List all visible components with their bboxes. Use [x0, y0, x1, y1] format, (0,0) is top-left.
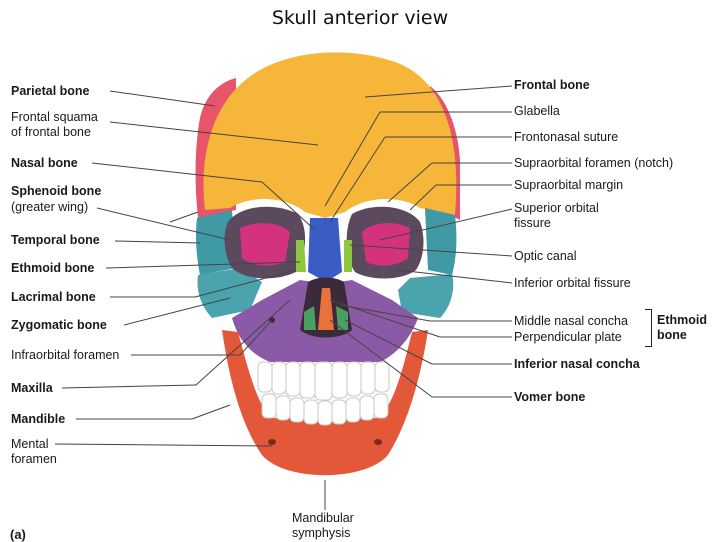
- label-ethmoid-group: Ethmoid bone: [657, 313, 707, 343]
- label-infraorbital-foramen: Infraorbital foramen: [11, 348, 120, 362]
- label-mandibular-symphysis-line1: Mandibular: [292, 511, 354, 525]
- ethmoid-right: [344, 240, 352, 272]
- label-glabella: Glabella: [514, 104, 560, 118]
- label-nasal-bone: Nasal bone: [11, 156, 78, 170]
- label-lacrimal-bone: Lacrimal bone: [11, 290, 96, 304]
- label-frontal-squama-line1: Frontal squama: [11, 110, 98, 124]
- label-mandibular-symphysis-line2: symphysis: [292, 526, 351, 540]
- label-mental-foramen-line1: Mental: [11, 437, 49, 451]
- mental-foramen-left: [268, 439, 276, 445]
- label-superior-orbital-fissure-line2: fissure: [514, 216, 551, 230]
- label-inferior-nasal-concha: Inferior nasal concha: [514, 357, 640, 371]
- label-vomer-bone: Vomer bone: [514, 390, 586, 404]
- figure-tag: (a): [10, 527, 26, 542]
- label-mandible: Mandible: [11, 412, 66, 426]
- leader-lines-right: [324, 85, 513, 510]
- label-parietal-bone: Parietal bone: [11, 84, 90, 98]
- label-middle-nasal-concha: Middle nasal concha: [514, 314, 628, 328]
- leader-lines-left: [54, 90, 319, 447]
- ethmoid-left: [296, 240, 306, 272]
- label-superior-orbital-fissure-line1: Superior orbital: [514, 201, 599, 215]
- label-temporal-bone: Temporal bone: [11, 233, 100, 247]
- label-ethmoid-group-line1: Ethmoid: [657, 313, 707, 327]
- label-sphenoid-bone: Sphenoid bone: [11, 184, 102, 198]
- inferior-concha-right: [336, 306, 348, 330]
- label-perpendicular-plate: Perpendicular plate: [514, 330, 622, 344]
- label-supraorbital-foramen: Supraorbital foramen (notch): [514, 156, 674, 170]
- label-frontal-squama-line2: of frontal bone: [11, 125, 91, 139]
- temporal-bone-right: [425, 208, 457, 275]
- label-inferior-orbital-fissure: Inferior orbital fissure: [514, 276, 631, 290]
- inferior-concha-left: [304, 306, 316, 330]
- zygomatic-bone-left: [197, 268, 262, 318]
- ethmoid-bracket: [645, 309, 652, 347]
- left-orbit-sphenoid: [240, 223, 290, 266]
- temporal-bone-left: [196, 210, 236, 275]
- label-zygomatic-bone: Zygomatic bone: [11, 318, 107, 332]
- label-mental-foramen-line2: foramen: [11, 452, 57, 466]
- lower-teeth: [261, 393, 389, 426]
- diagram-title: Skull anterior view: [271, 7, 449, 29]
- mental-foramen-right: [374, 439, 382, 445]
- label-ethmoid-group-line2: bone: [657, 328, 687, 342]
- mandible: [222, 330, 428, 476]
- right-orbit-sphenoid: [362, 223, 410, 266]
- upper-teeth: [257, 361, 390, 401]
- label-sphenoid-greater-wing: (greater wing): [11, 200, 89, 214]
- label-optic-canal: Optic canal: [514, 249, 577, 263]
- label-maxilla: Maxilla: [11, 381, 53, 395]
- label-frontonasal-suture: Frontonasal suture: [514, 130, 619, 144]
- frontal-bone: [203, 52, 457, 218]
- vomer: [318, 288, 334, 330]
- label-frontal-bone: Frontal bone: [514, 78, 590, 92]
- zygomatic-bone-right: [398, 274, 454, 318]
- nasal-bone: [308, 218, 342, 282]
- label-supraorbital-margin: Supraorbital margin: [514, 178, 624, 192]
- label-ethmoid-bone: Ethmoid bone: [11, 261, 95, 275]
